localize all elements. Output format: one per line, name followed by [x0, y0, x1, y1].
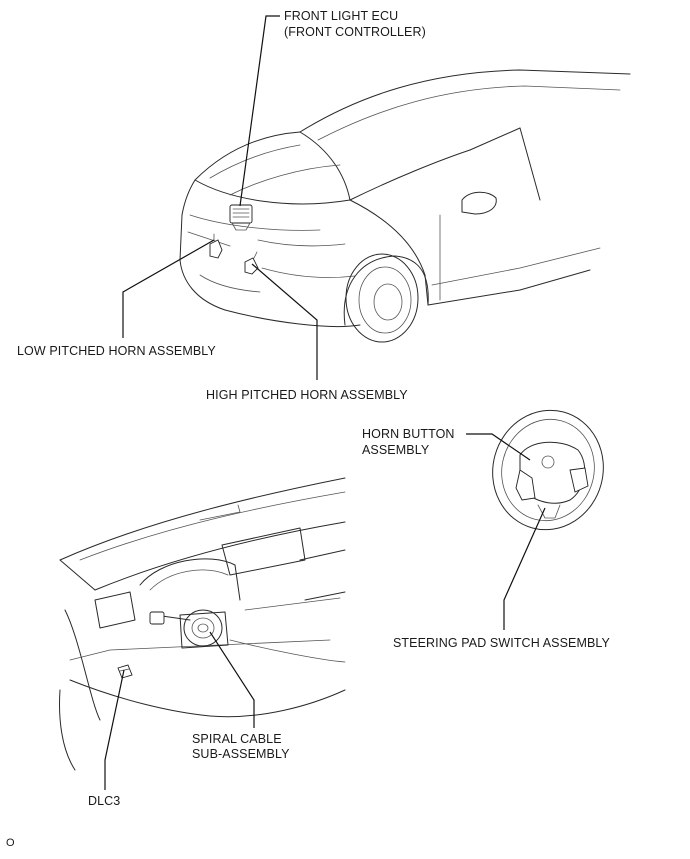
high-horn-part [244, 251, 259, 275]
label-front-light-ecu: FRONT LIGHT ECU [284, 9, 399, 23]
label-spiral-cable: SPIRAL CABLE [192, 732, 282, 746]
steering-wheel-illustration [492, 409, 604, 531]
dlc3-part [117, 664, 133, 679]
label-high-pitched-horn: HIGH PITCHED HORN ASSEMBLY [206, 388, 408, 402]
car-illustration [179, 69, 631, 343]
dashboard-illustration [59, 477, 346, 771]
label-low-pitched-horn: LOW PITCHED HORN ASSEMBLY [17, 344, 216, 358]
label-horn-button: HORN BUTTON [362, 427, 455, 441]
label-dlc3: DLC3 [88, 794, 121, 808]
leader-lines [104, 15, 546, 790]
figure-code: O [6, 837, 15, 849]
label-horn-button-assembly: ASSEMBLY [362, 443, 430, 457]
spiral-cable-part [179, 609, 229, 649]
front-light-ecu-part [229, 204, 253, 231]
label-steering-pad-switch: STEERING PAD SWITCH ASSEMBLY [393, 636, 610, 650]
low-horn-part [209, 233, 223, 259]
label-front-controller: (FRONT CONTROLLER) [284, 25, 426, 39]
label-spiral-cable-sub-assembly: SUB-ASSEMBLY [192, 747, 290, 761]
